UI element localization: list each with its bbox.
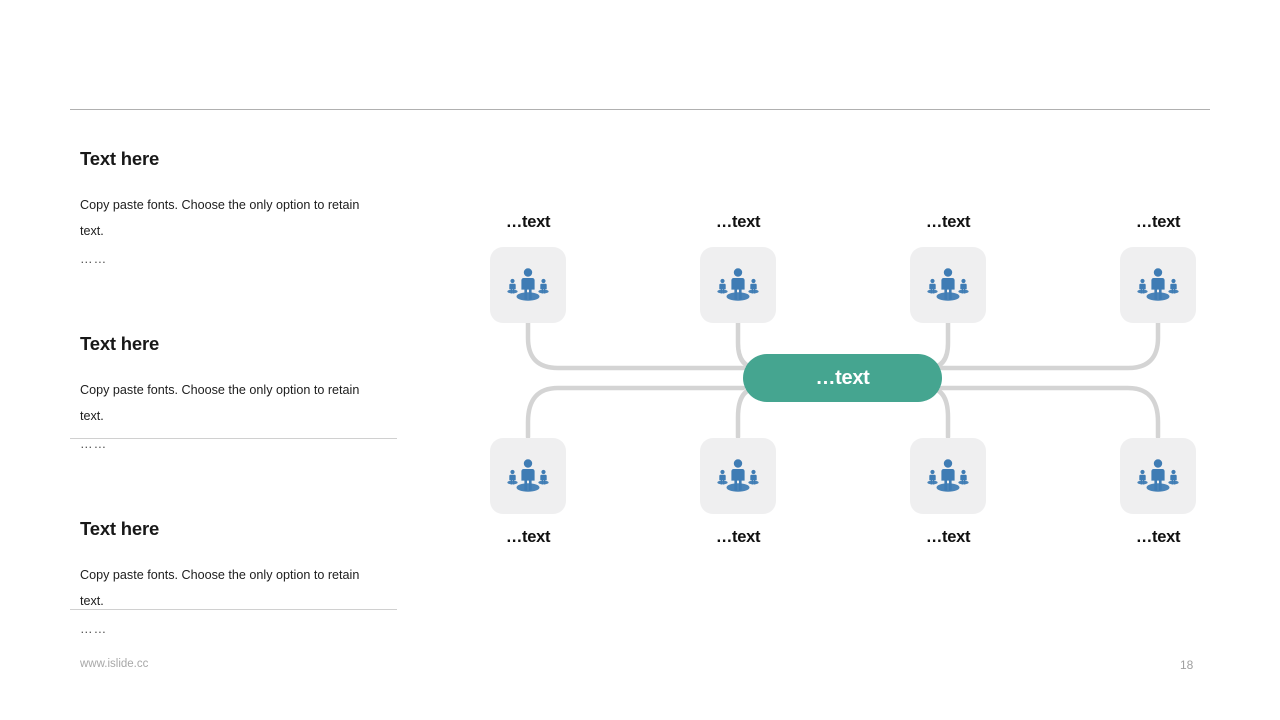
footer-watermark-url: www.islide.cc <box>80 658 149 670</box>
link-top-1 <box>525 320 746 371</box>
node-bottom-3[interactable] <box>910 438 986 514</box>
node-label-top-4: …text <box>1135 213 1181 231</box>
text-block-2: Text here Copy paste fonts. Choose the o… <box>70 325 400 457</box>
leadership-team-icon <box>715 262 761 308</box>
text-block-1: Text here Copy paste fonts. Choose the o… <box>70 140 400 272</box>
node-label-bottom-1: …text <box>505 528 551 546</box>
connector-lines <box>525 320 1161 440</box>
node-top-2[interactable] <box>700 247 776 323</box>
leadership-team-icon <box>505 453 551 499</box>
link-top-4 <box>939 320 1161 371</box>
leadership-team-icon <box>925 453 971 499</box>
link-bottom-4 <box>939 385 1161 440</box>
node-label-bottom-2: …text <box>715 528 761 546</box>
leadership-team-icon <box>1135 262 1181 308</box>
block-body: Copy paste fonts. Choose the only option… <box>80 383 360 423</box>
leadership-team-icon <box>505 262 551 308</box>
node-label-bottom-3: …text <box>925 528 971 546</box>
node-top-1[interactable] <box>490 247 566 323</box>
hub-node[interactable]: …text <box>743 354 942 402</box>
node-label-bottom-4: …text <box>1135 528 1181 546</box>
block-divider-1 <box>70 438 397 439</box>
block-title: Text here <box>80 333 160 354</box>
block-body: Copy paste fonts. Choose the only option… <box>80 198 360 238</box>
node-label-top-1: …text <box>505 213 551 231</box>
leadership-team-icon <box>1135 453 1181 499</box>
hub-and-spoke-diagram: …text …text …text …text <box>440 180 1240 580</box>
block-ellipsis: …… <box>80 622 108 636</box>
node-bottom-4[interactable] <box>1120 438 1196 514</box>
header-divider <box>70 109 1210 110</box>
block-ellipsis: …… <box>80 437 108 451</box>
node-bottom-1[interactable] <box>490 438 566 514</box>
left-text-column: Text here Copy paste fonts. Choose the o… <box>70 140 400 642</box>
block-title: Text here <box>80 518 160 539</box>
block-divider-2 <box>70 609 397 610</box>
text-block-3: Text here Copy paste fonts. Choose the o… <box>70 510 400 642</box>
block-title: Text here <box>80 148 160 169</box>
block-ellipsis: …… <box>80 252 108 266</box>
leadership-team-icon <box>925 262 971 308</box>
link-bottom-1 <box>525 385 746 440</box>
node-top-4[interactable] <box>1120 247 1196 323</box>
block-body: Copy paste fonts. Choose the only option… <box>80 568 360 608</box>
hub-label: …text <box>815 366 870 389</box>
node-top-3[interactable] <box>910 247 986 323</box>
node-label-top-2: …text <box>715 213 761 231</box>
node-label-top-3: …text <box>925 213 971 231</box>
node-bottom-2[interactable] <box>700 438 776 514</box>
page-number: 18 <box>1180 658 1194 672</box>
leadership-team-icon <box>715 453 761 499</box>
